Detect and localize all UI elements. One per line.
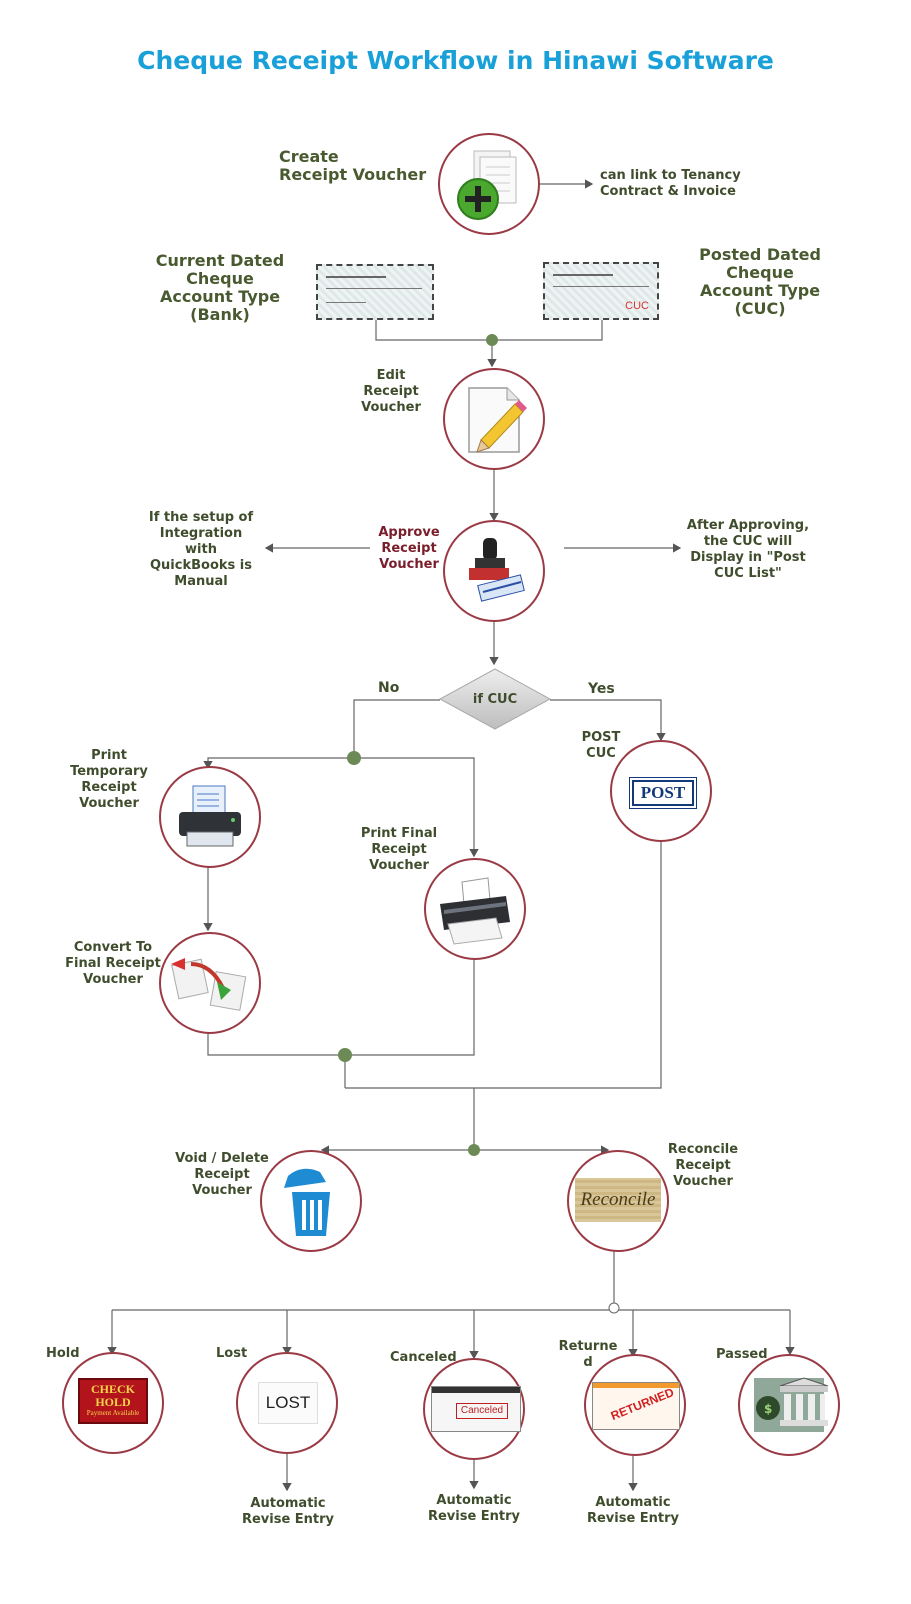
print-temporary-node[interactable]: [159, 766, 261, 868]
trash-icon: [284, 1168, 330, 1236]
convert-node[interactable]: [159, 932, 261, 1034]
void-delete-label: Void / Delete Receipt Voucher: [175, 1151, 269, 1198]
print-final-node[interactable]: [424, 858, 526, 960]
yes-label: Yes: [588, 681, 615, 697]
if-cuc-decision: [438, 668, 552, 730]
lost-node[interactable]: LOST: [236, 1352, 338, 1454]
add-document-icon: [457, 150, 517, 220]
lost-label: Lost: [216, 1346, 248, 1361]
automatic-revise-entry-1: Automatic Revise Entry: [241, 1496, 335, 1527]
canceled-node[interactable]: Canceled: [423, 1358, 525, 1460]
approve-stamp-icon: [469, 538, 525, 602]
edit-receipt-node[interactable]: [443, 368, 545, 470]
passed-label: Passed: [716, 1347, 768, 1362]
edit-receipt-label: Edit Receipt Voucher: [361, 368, 421, 415]
post-cuc-node[interactable]: POST: [610, 740, 712, 842]
post-cuc-list-note: After Approving, the CUC will Display in…: [686, 518, 810, 581]
no-label: No: [378, 680, 400, 696]
create-receipt-node[interactable]: [438, 133, 540, 235]
returned-cheque-image: RETURNED: [592, 1382, 680, 1430]
automatic-revise-entry-2: Automatic Revise Entry: [427, 1493, 521, 1524]
approve-receipt-node[interactable]: [443, 520, 545, 622]
print-final-label: Print Final Receipt Voucher: [360, 826, 438, 873]
reconcile-node[interactable]: Reconcile: [567, 1150, 669, 1252]
diagram-title: Cheque Receipt Workflow in Hinawi Softwa…: [137, 46, 774, 75]
print-temporary-label: Print Temporary Receipt Voucher: [70, 748, 148, 811]
void-delete-node[interactable]: [260, 1150, 362, 1252]
convert-documents-icon: [171, 958, 247, 1011]
passed-node[interactable]: $: [738, 1354, 840, 1456]
svg-text:$: $: [764, 1402, 772, 1416]
printer-icon: [179, 785, 241, 847]
returned-node[interactable]: RETURNED: [584, 1354, 686, 1456]
lost-image: LOST: [258, 1382, 318, 1424]
link-note: can link to Tenancy Contract & Invoice: [600, 168, 741, 199]
reconcile-label: Reconcile Receipt Voucher: [667, 1142, 739, 1189]
posted-dated-cheque-image: CUC: [543, 262, 659, 320]
canceled-label: Canceled: [390, 1350, 457, 1365]
edit-document-icon: [468, 387, 527, 453]
automatic-revise-entry-3: Automatic Revise Entry: [586, 1495, 680, 1526]
returned-label: Returne d: [558, 1339, 618, 1370]
cuc-stamp: CUC: [625, 300, 649, 312]
hold-node[interactable]: CHECK HOLD Payment Available: [62, 1352, 164, 1454]
inkjet-printer-icon: [440, 877, 510, 945]
posted-dated-label: Posted Dated Cheque Account Type (CUC): [699, 245, 821, 318]
check-hold-image: CHECK HOLD Payment Available: [78, 1378, 148, 1424]
post-badge: POST: [629, 777, 697, 809]
bank-money-icon: $: [754, 1377, 829, 1432]
decision-label: if CUC: [472, 692, 518, 707]
quickbooks-note: If the setup of Integration with QuickBo…: [148, 510, 254, 589]
approve-receipt-label: Approve Receipt Voucher: [378, 525, 440, 572]
reconcile-image: Reconcile: [575, 1178, 661, 1222]
current-dated-cheque-image: [316, 264, 434, 320]
hold-label: Hold: [46, 1346, 80, 1361]
post-cuc-label: POST CUC: [581, 730, 621, 761]
canceled-cheque-image: Canceled: [431, 1386, 521, 1432]
create-receipt-label: Create Receipt Voucher: [279, 147, 427, 184]
current-dated-label: Current Dated Cheque Account Type (Bank): [155, 251, 285, 324]
convert-label: Convert To Final Receipt Voucher: [65, 940, 161, 987]
